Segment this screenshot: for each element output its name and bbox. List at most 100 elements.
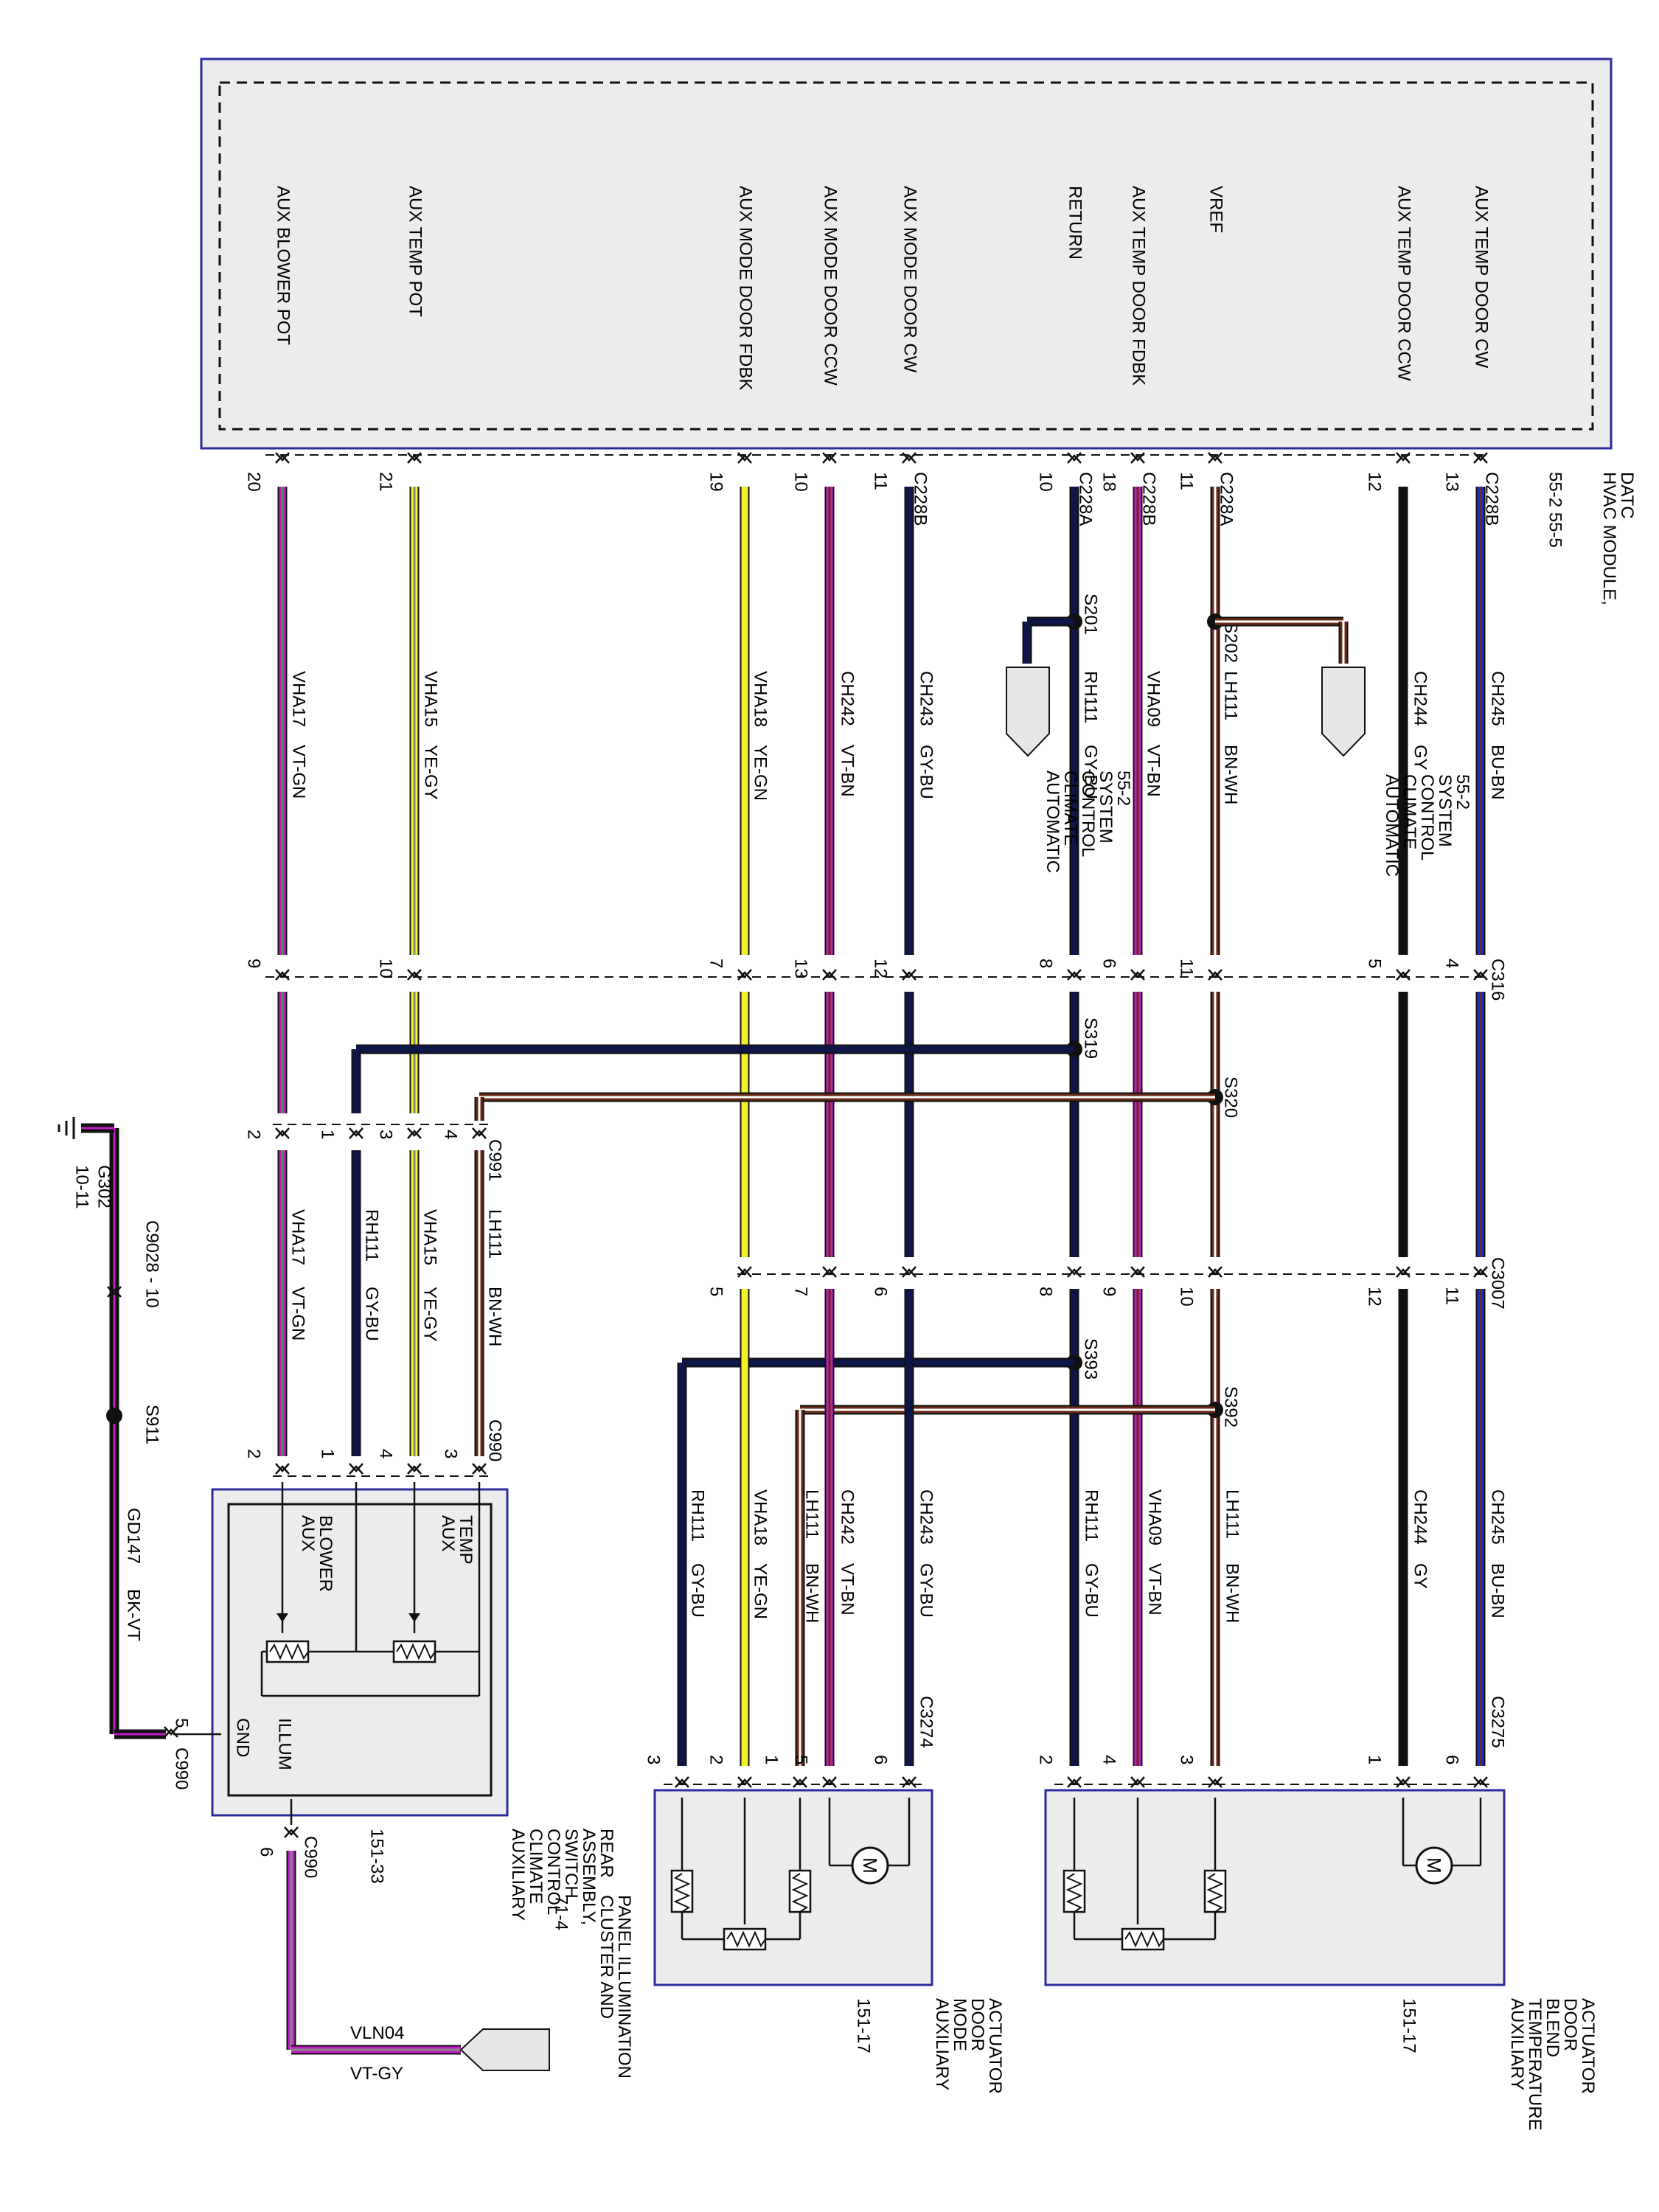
hvac-pin-number-9: 20 [244, 472, 264, 492]
c3007-pin-1-mate [1396, 1268, 1411, 1278]
splice-s911-label: S911 [142, 1405, 162, 1444]
c3275-pin-number-0: 6 [1442, 1755, 1462, 1764]
upper-wire-color-0: BU-BN [1488, 745, 1508, 800]
c3007-pin-3 [1130, 1266, 1145, 1276]
hvac-module-title: HVAC MODULE,DATC [1599, 472, 1637, 605]
c3275-pin-1-mate [1396, 1778, 1411, 1788]
c991-pin-0-mate [472, 1130, 487, 1139]
c3007-pin-4 [1067, 1266, 1082, 1276]
c3007-pin-0 [1473, 1266, 1488, 1276]
upper-wire-color-3: VT-BN [1144, 745, 1164, 797]
c3274-label: C3274 [917, 1696, 936, 1748]
c3275-pin-3-mate [1130, 1778, 1145, 1788]
hvac-pin-label-1: AUX TEMP DOOR CCW [1394, 186, 1414, 381]
upper-wire-circuit-5: CH243 [917, 671, 936, 726]
c990-pin-1-mate [407, 1465, 422, 1475]
lower-right-wire-color-1: GY [1411, 1563, 1430, 1589]
c991-label: C991 [485, 1139, 505, 1181]
c316-pin-5 [902, 969, 917, 978]
hvac-pin-1-mate [1396, 454, 1411, 464]
hvac-pin-number-3: 18 [1099, 472, 1119, 492]
c990-pin-number-2: 1 [318, 1449, 338, 1458]
hvac-pin-5-mate [902, 454, 917, 464]
c990-pin-number-1: 4 [376, 1449, 396, 1458]
hvac-pin-number-1: 12 [1365, 472, 1385, 492]
c316-pin-number-5: 12 [871, 959, 891, 978]
c991-pin-0 [472, 1127, 487, 1137]
c990-pin-1 [407, 1463, 422, 1472]
temp-actuator-box [1044, 1789, 1506, 1986]
c316-pin-number-1: 5 [1365, 959, 1385, 968]
mode-actuator-pot-a [788, 1869, 812, 1913]
hvac-pin-label-5: AUX MODE DOOR CW [900, 186, 920, 373]
ground-page: 10-11 [72, 1165, 92, 1209]
c316-pin-7 [737, 969, 752, 978]
c316-pin-9 [275, 969, 290, 978]
c3274-pin-4-mate [675, 1778, 689, 1788]
c316-pin-number-2: 11 [1177, 959, 1197, 977]
hvac-pin-4 [1067, 452, 1082, 462]
hvac-pin-8-mate [407, 454, 422, 464]
switch-assembly-page: 151-33 [367, 1829, 387, 1884]
mode-actuator-motor-letter: M [859, 1857, 881, 1874]
hvac-pin-label-7: AUX MODE DOOR FDBK [736, 186, 756, 390]
c991-wire-circuit-2: RH111 [362, 1209, 382, 1262]
hvac-pin-0-mate [1473, 454, 1488, 464]
aux-blower-pot-wiper [276, 1613, 288, 1622]
aux-temp-pot-wiper [408, 1613, 420, 1622]
c990-pin-number-0: 3 [441, 1449, 461, 1458]
c991-pin-1 [407, 1127, 422, 1137]
hvac-pin-label-6: AUX MODE DOOR CCW [821, 186, 841, 386]
c3007-label: C3007 [1488, 1257, 1508, 1310]
mode-actuator-title: AUXILIARYMODEDOORACTUATOR [932, 1998, 1005, 2094]
c316-pin-2 [1208, 969, 1222, 978]
c316-pin-0-mate [1473, 971, 1488, 981]
splice-s201-label: S201 [1081, 594, 1101, 635]
c316-pin-number-6: 13 [791, 959, 811, 978]
c316-pin-6-mate [822, 971, 837, 981]
c3274-pin-1-mate [822, 1778, 837, 1788]
hvac-module-page-refs: 55-2 55-5 [1545, 472, 1565, 548]
c316-label: C316 [1488, 959, 1508, 1001]
lower-right-wire-color-3: VT-BN [1145, 1563, 1165, 1615]
hvac-pin-2-mate [1208, 454, 1222, 464]
c3007-pin-4-mate [1067, 1268, 1082, 1278]
ground-color: BK-VT [124, 1589, 144, 1641]
hvac-pin-7-mate [737, 454, 752, 464]
c3274-pin-number-0: 6 [871, 1755, 891, 1764]
c3274-pin-number-3: 2 [706, 1755, 726, 1764]
c3007-pin-number-0: 11 [1442, 1287, 1462, 1305]
hvac-module-inner-dashed [218, 81, 1594, 431]
c3007-pin-number-1: 12 [1365, 1287, 1385, 1307]
c3275-pin-0 [1473, 1776, 1488, 1786]
upper-wire-color-6: VT-BN [838, 745, 858, 797]
c3274-pin-4 [675, 1776, 689, 1786]
splice-s319-label: S319 [1081, 1018, 1101, 1059]
acc-ref-bottom-arrow [1006, 667, 1050, 757]
c990-pin-3-mate [275, 1465, 290, 1475]
c990-gnd-pin-number: 5 [172, 1718, 192, 1728]
c990-gnd-label: C990 [172, 1747, 192, 1790]
temp-actuator-title: AUXILIARYTEMPERATUREBLENDDOORACTUATOR [1507, 1998, 1598, 2131]
hvac-pin-9 [275, 452, 290, 462]
c316-pin-number-0: 4 [1442, 959, 1462, 968]
c991-wire-circuit-3: VHA17 [288, 1209, 308, 1265]
ground-circuit: GD147 [124, 1508, 144, 1564]
c3007-pin-7 [737, 1266, 752, 1276]
lower-right-wire-color-2: BN-WH [1222, 1563, 1242, 1623]
upper-wire-circuit-4: RH111 [1081, 671, 1101, 723]
c3275-pin-number-3: 4 [1099, 1755, 1119, 1764]
lower-mid-wire-circuit-3: VHA18 [751, 1489, 771, 1545]
lower-mid-wire-color-0: GY-BU [917, 1563, 936, 1618]
c3274-pin-3-mate [737, 1778, 752, 1788]
c3275-pin-number-1: 1 [1365, 1755, 1385, 1764]
hvac-pin-7 [737, 452, 752, 462]
c3275-pin-number-2: 3 [1177, 1755, 1197, 1764]
c3007-pin-number-7: 5 [706, 1287, 726, 1296]
c991-wire-circuit-1: VHA15 [420, 1209, 440, 1265]
upper-wire-circuit-7: VHA18 [751, 671, 771, 727]
splice-s202-label: S202 [1221, 622, 1241, 663]
acc-ref-bottom: AUTOMATICCLIMATECONTROLSYSTEM55-2 [1043, 771, 1133, 873]
c316-pin-number-8: 10 [376, 959, 396, 978]
c991-wire-color-1: YE-GY [420, 1287, 440, 1342]
